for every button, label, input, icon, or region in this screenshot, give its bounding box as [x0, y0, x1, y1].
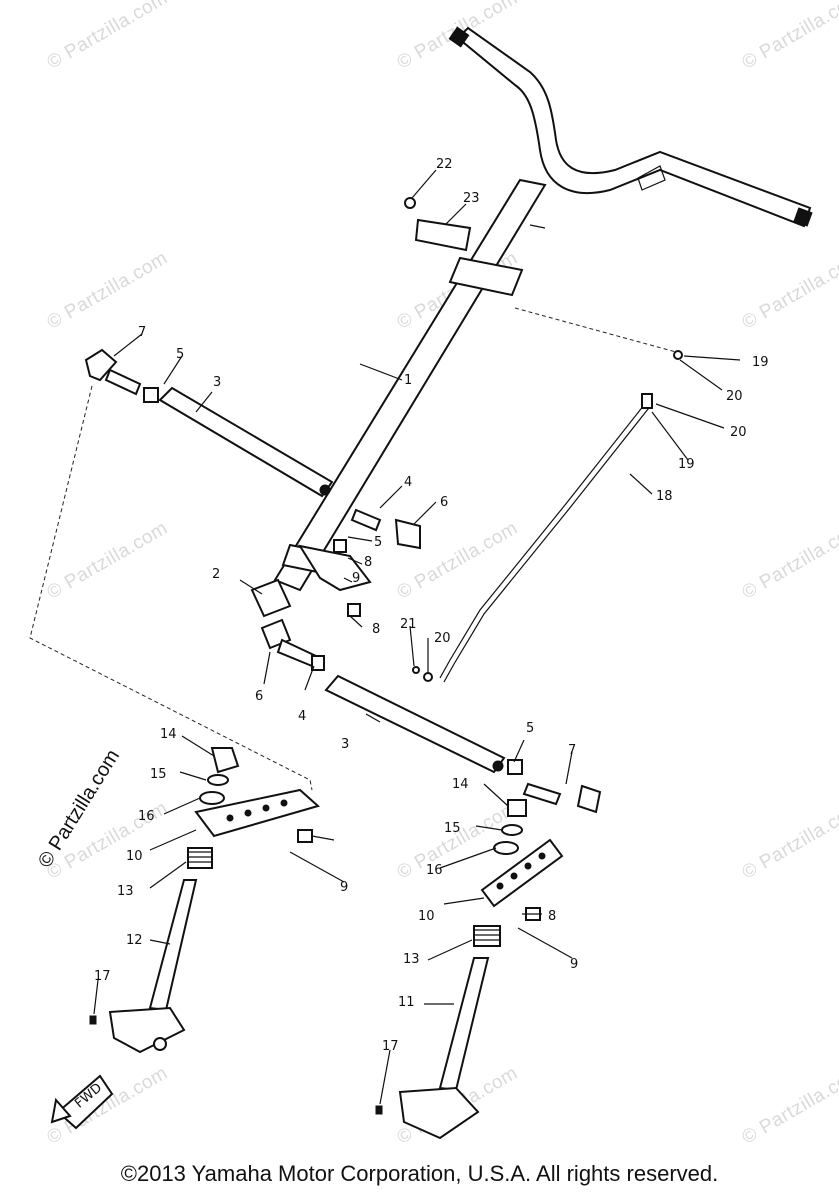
- callout-19: 19: [752, 355, 769, 370]
- callout-2: 2: [212, 567, 220, 582]
- callout-13b: 13: [403, 952, 420, 967]
- callout-19b: 19: [678, 457, 695, 472]
- callout-15b: 15: [444, 821, 461, 836]
- callout-10: 10: [126, 849, 143, 864]
- right-spindle: [375, 925, 501, 1140]
- callout-20b: 20: [730, 425, 747, 440]
- fwd-arrow: FWD: [50, 1074, 114, 1130]
- callout-23: 23: [463, 191, 480, 206]
- callout-3b: 3: [341, 737, 349, 752]
- clamp-23: [404, 197, 472, 252]
- tie-rod-upper: [84, 348, 334, 498]
- tie-rod-lower: [324, 674, 602, 814]
- callout-3: 3: [213, 375, 221, 390]
- callout-7: 7: [138, 325, 146, 340]
- callout-7b: 7: [568, 743, 576, 758]
- leader-lines: [93, 169, 741, 1105]
- callout-14: 14: [160, 727, 177, 742]
- callout-18: 18: [656, 489, 673, 504]
- callout-8c: 8: [548, 909, 556, 924]
- callout-1: 1: [404, 373, 412, 388]
- callout-13: 13: [117, 884, 134, 899]
- callout-9: 9: [352, 571, 360, 586]
- callout-20: 20: [726, 389, 743, 404]
- callout-6b: 6: [440, 495, 448, 510]
- callout-11: 11: [398, 995, 415, 1010]
- callout-5b: 5: [374, 535, 382, 550]
- callout-20c: 20: [434, 631, 451, 646]
- callout-8b: 8: [372, 622, 380, 637]
- callout-17b: 17: [382, 1039, 399, 1054]
- column-bracket: [250, 508, 421, 671]
- callout-15: 15: [150, 767, 167, 782]
- callout-17: 17: [94, 969, 111, 984]
- right-knuckle-arm: [480, 799, 564, 921]
- left-spindle: [89, 847, 213, 1054]
- rod-18: [412, 350, 683, 683]
- callout-16: 16: [138, 809, 155, 824]
- callout-9b: 9: [340, 880, 348, 895]
- callout-22: 22: [436, 157, 453, 172]
- left-knuckle-arm: [194, 747, 321, 843]
- callout-10b: 10: [418, 909, 435, 924]
- callout-5c: 5: [526, 721, 534, 736]
- callout-21: 21: [400, 617, 417, 632]
- callout-4: 4: [404, 475, 412, 490]
- handlebar: [448, 26, 813, 228]
- callout-6: 6: [255, 689, 263, 704]
- callout-4b: 4: [298, 709, 306, 724]
- callout-9c: 9: [570, 957, 578, 972]
- copyright-notice: ©2013 Yamaha Motor Corporation, U.S.A. A…: [120, 1161, 719, 1186]
- callout-8: 8: [364, 555, 372, 570]
- callout-12: 12: [126, 933, 143, 948]
- callout-14b: 14: [452, 777, 469, 792]
- callout-labels: 1 2 3 3 4 4 5 5 5 6 6 7 7 8 8 8 9 9 9 10…: [94, 157, 769, 1054]
- callout-16b: 16: [426, 863, 443, 878]
- guide-lines: [29, 307, 677, 791]
- callout-5: 5: [176, 347, 184, 362]
